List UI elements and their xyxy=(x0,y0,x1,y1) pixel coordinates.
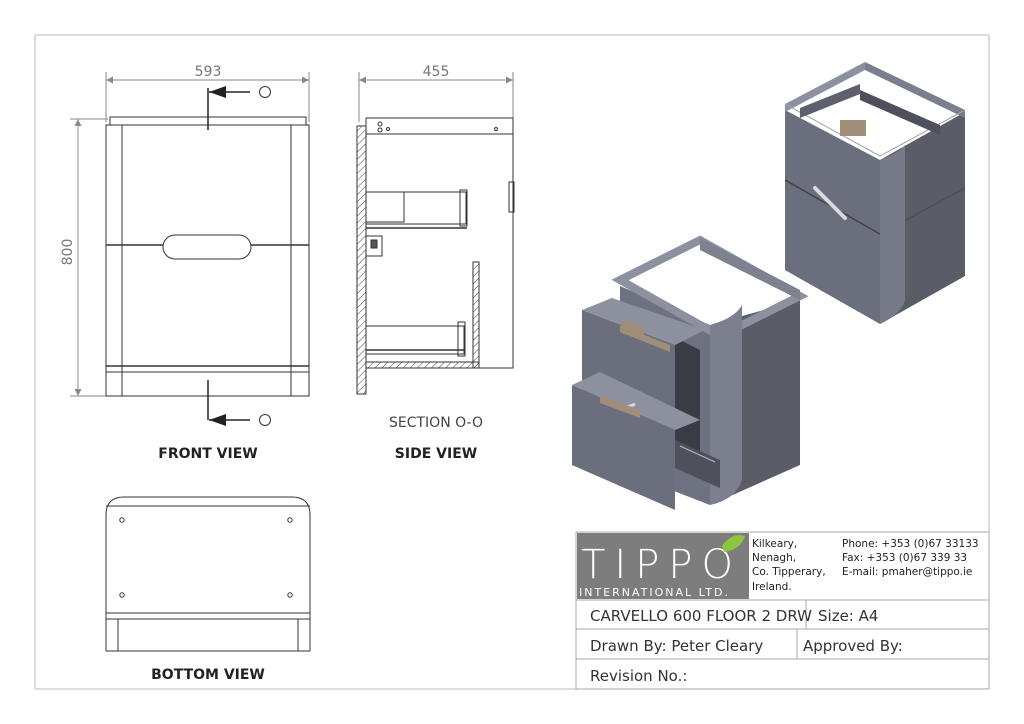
side-view-label: SIDE VIEW xyxy=(395,446,477,462)
revision-number: Revision No.: xyxy=(590,667,687,685)
sheet-border xyxy=(34,34,990,690)
bottom-view-outline xyxy=(105,496,311,652)
section-marker-bottom xyxy=(259,414,271,426)
logo-text: TIPPO xyxy=(581,542,742,588)
side-depth-value: 455 xyxy=(423,64,450,80)
sheet-size: Size: A4 xyxy=(818,607,878,625)
section-marker-top xyxy=(259,86,271,98)
logo-subtext: INTERNATIONAL LTD. xyxy=(579,586,730,599)
iso-cabinet-open xyxy=(572,235,809,510)
front-handle xyxy=(162,234,252,260)
phone-text: Phone: +353 (0)67 33133 xyxy=(842,538,979,550)
side-view: 455 xyxy=(356,64,515,395)
height-value: 800 xyxy=(60,239,76,266)
fax-text: Fax: +353 (0)67 339 33 xyxy=(842,552,967,564)
leaf-icon xyxy=(722,535,745,552)
address-line-1: Kilkeary, xyxy=(752,538,797,550)
address-line-2: Nenagh, xyxy=(752,552,796,564)
address-line-4: Ireland. xyxy=(752,581,792,593)
drawing-title: CARVELLO 600 FLOOR 2 DRW xyxy=(590,607,812,625)
front-view-label: FRONT VIEW xyxy=(158,446,257,462)
company-address: Kilkeary, Nenagh, Co. Tipperary, Ireland… xyxy=(752,538,826,593)
height-dimension xyxy=(70,118,108,397)
front-width-value: 593 xyxy=(195,64,222,80)
bottom-view-label: BOTTOM VIEW xyxy=(151,667,265,683)
approved-by: Approved By: xyxy=(803,637,903,655)
front-view: 593 800 xyxy=(60,64,310,426)
company-contact: Phone: +353 (0)67 33133 Fax: +353 (0)67 … xyxy=(842,538,979,578)
address-line-3: Co. Tipperary, xyxy=(752,566,826,578)
section-label: SECTION O-O xyxy=(389,415,483,431)
side-depth-dimension xyxy=(358,72,514,122)
side-cabinet-outline xyxy=(365,117,514,369)
front-width-dimension xyxy=(105,72,310,122)
title-block xyxy=(575,531,990,690)
bottom-view xyxy=(105,496,311,652)
iso-cabinet-closed xyxy=(784,62,966,324)
drawn-by: Drawn By: Peter Cleary xyxy=(590,637,763,655)
company-logo: TIPPO INTERNATIONAL LTD. xyxy=(577,533,749,599)
email-text: E-mail: pmaher@tippo.ie xyxy=(842,566,972,578)
front-cabinet-outline xyxy=(105,124,310,397)
